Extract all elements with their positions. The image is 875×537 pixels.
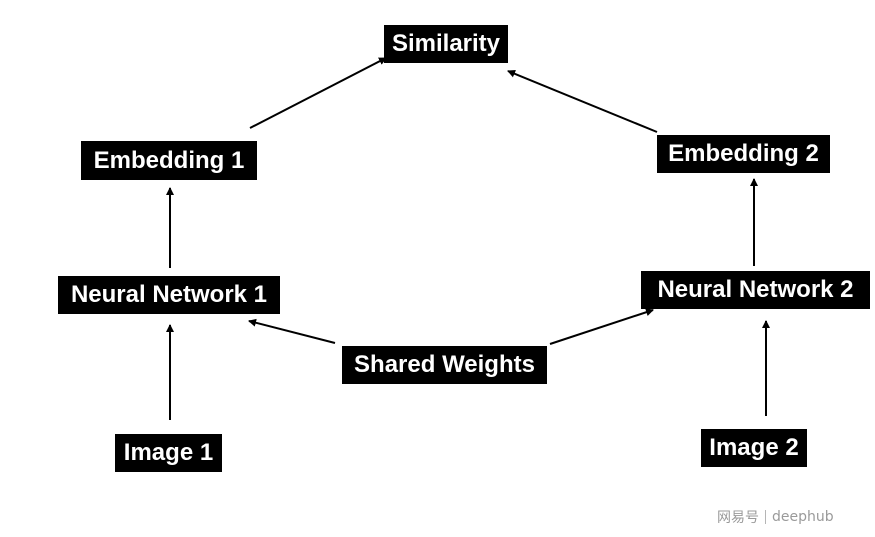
- arrow-shared-to-nn1: [248, 318, 336, 344]
- arrow-shared-to-nn2: [549, 308, 654, 345]
- arrow-embedding1-to-similarity: [249, 57, 387, 129]
- watermark-divider: [765, 510, 766, 524]
- embedding-2-node: Embedding 2: [657, 135, 830, 173]
- embedding-1-node: Embedding 1: [81, 141, 257, 180]
- watermark-brand: 网易号: [717, 510, 759, 526]
- watermark: 网易号 deephub: [717, 507, 834, 527]
- image-1-node: Image 1: [115, 434, 222, 472]
- arrow-embedding2-to-similarity: [507, 69, 658, 133]
- image-2-node: Image 2: [701, 429, 807, 467]
- watermark-author: deephub: [772, 509, 834, 525]
- shared-weights-node: Shared Weights: [342, 346, 547, 384]
- neural-network-2-node: Neural Network 2: [641, 271, 870, 309]
- neural-network-1-node: Neural Network 1: [58, 276, 280, 314]
- similarity-node: Similarity: [384, 25, 508, 63]
